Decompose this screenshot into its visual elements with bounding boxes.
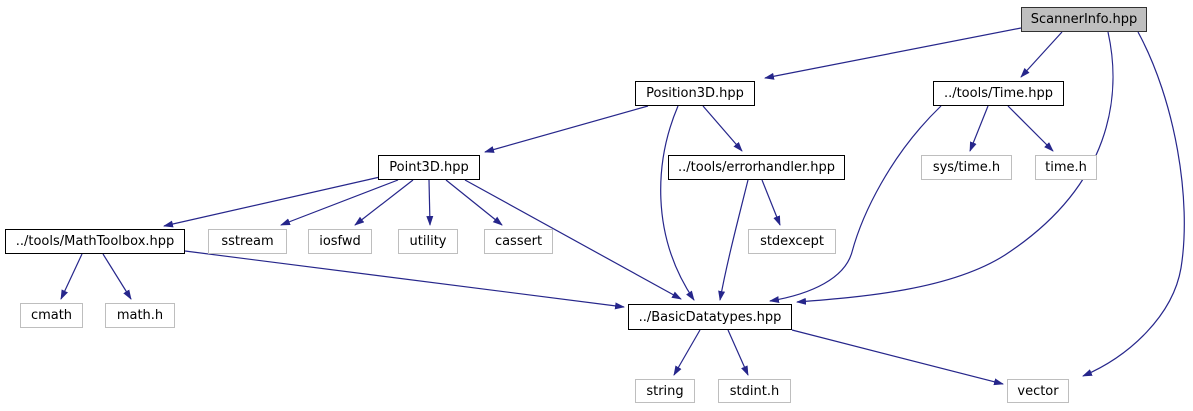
edge-Time-to-timeh: [1007, 105, 1054, 152]
node-MathToolbox[interactable]: ../tools/MathToolbox.hpp: [5, 229, 185, 254]
node-sstream: sstream: [208, 229, 287, 254]
edge-Position3D-to-Point3D: [484, 105, 649, 153]
edge-Point3D-to-BasicDatatypes: [464, 179, 682, 300]
node-string: string: [635, 379, 695, 403]
node-timeh: time.h: [1035, 155, 1097, 180]
edge-ScannerInfo-to-vector: [1082, 31, 1185, 377]
edge-Point3D-to-cassert: [445, 179, 503, 226]
node-vector: vector: [1007, 379, 1069, 403]
node-stdinth: stdint.h: [718, 379, 791, 403]
node-iosfwd: iosfwd: [308, 229, 372, 254]
edge-Point3D-to-MathToolbox: [163, 176, 381, 228]
edge-ScannerInfo-to-Position3D: [764, 27, 1022, 80]
node-utility: utility: [398, 229, 458, 254]
edge-Position3D-to-errorhandler: [702, 105, 743, 152]
edge-errorhandler-to-BasicDatatypes: [718, 179, 749, 301]
node-Point3D[interactable]: Point3D.hpp: [378, 155, 480, 180]
node-cassert: cassert: [484, 229, 553, 254]
edge-Point3D-to-sstream: [280, 179, 399, 226]
edge-BasicDatatypes-to-stdinth: [727, 329, 749, 376]
edge-Time-to-systime: [969, 105, 989, 152]
node-stdexcept: stdexcept: [748, 229, 836, 254]
node-systime: sys/time.h: [921, 155, 1012, 180]
edge-BasicDatatypes-to-vector: [791, 329, 1004, 386]
edge-ScannerInfo-to-Time: [1020, 31, 1063, 78]
edge-Point3D-to-iosfwd: [354, 179, 414, 226]
edge-ScannerInfo-to-BasicDatatypes: [796, 31, 1114, 305]
edge-Time-to-BasicDatatypes: [769, 105, 942, 303]
node-mathh: math.h: [105, 303, 175, 328]
edge-MathToolbox-to-mathh: [102, 253, 132, 300]
node-errorhandler[interactable]: ../tools/errorhandler.hpp: [668, 155, 845, 180]
edge-Position3D-to-BasicDatatypes: [660, 105, 695, 301]
node-BasicDatatypes[interactable]: ../BasicDatatypes.hpp: [628, 304, 792, 330]
node-cmath: cmath: [20, 303, 83, 328]
edge-BasicDatatypes-to-string: [673, 329, 701, 376]
edge-MathToolbox-to-cmath: [60, 253, 83, 300]
node-Position3D[interactable]: Position3D.hpp: [635, 81, 755, 106]
edge-Point3D-to-utility: [426, 179, 434, 226]
edge-MathToolbox-to-BasicDatatypes: [184, 250, 625, 310]
node-Time[interactable]: ../tools/Time.hpp: [933, 81, 1064, 106]
node-ScannerInfo: ScannerInfo.hpp: [1021, 7, 1147, 32]
edge-errorhandler-to-stdexcept: [761, 179, 781, 226]
